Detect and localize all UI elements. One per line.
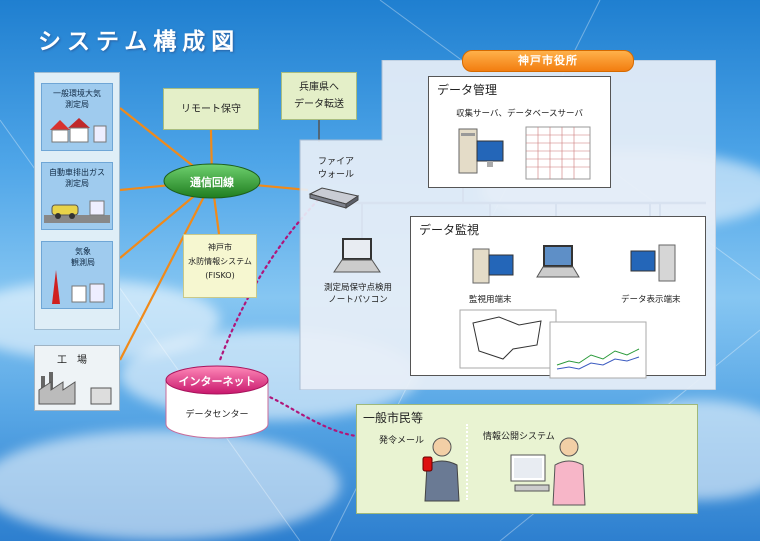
citizens-divider — [466, 424, 468, 500]
firewall-icon — [308, 187, 360, 209]
internet-label: インターネット — [178, 375, 256, 388]
hyogo-transfer-box: 兵庫県へ データ転送 — [281, 72, 357, 120]
port-tower-icon — [52, 270, 105, 304]
fisko-line1: 神戸市 — [208, 243, 232, 252]
laptop-icon — [536, 245, 580, 278]
station-weather: 気象 観測局 — [41, 241, 113, 309]
citizens-panel: 一般市民等 発令メール 情報公開システム — [356, 404, 698, 514]
monitor-terminal-label: 監視用端末 — [469, 295, 512, 305]
citizens-title: 一般市民等 — [363, 411, 424, 425]
background-cloud — [0, 430, 340, 540]
remote-maintenance-box: リモート保守 — [163, 88, 259, 130]
station-general-air: 一般環境大気 測定局 — [41, 83, 113, 151]
alert-mail-label: 発令メール — [379, 436, 425, 446]
car-road-icon — [44, 200, 110, 223]
data-center-node — [165, 365, 269, 439]
trend-chart-icon — [549, 321, 647, 379]
server-icon — [458, 128, 504, 174]
fisko-line2: 水防情報システム — [188, 257, 252, 266]
station-vehicle-exhaust: 自動車排出ガス 測定局 — [41, 162, 113, 230]
data-monitoring-panel: データ監視 監視用端末 データ表示端末 — [410, 216, 706, 379]
data-management-panel: データ管理 収集サーバ、データベースサーバ — [428, 76, 611, 188]
page-title: システム構成図 — [38, 29, 241, 55]
data-monitoring-title: データ監視 — [419, 223, 480, 237]
map-screen-icon — [459, 309, 557, 369]
servers-label: 収集サーバ、データベースサーバ — [456, 109, 583, 119]
database-table-icon — [525, 126, 591, 180]
fisko-line3: (FISKO) — [205, 271, 235, 280]
station-label: 気象 観測局 — [71, 247, 95, 267]
notebook-label: 測定局保守点検用 ノートパソコン — [323, 283, 392, 305]
info-system-label: 情報公開システム — [483, 432, 555, 442]
comm-line-node — [163, 163, 261, 199]
measurement-stations-panel: 一般環境大気 測定局 自動車排出ガス 測定局 気象 観測局 — [34, 72, 120, 330]
kobe-city-tag: 神戸市役所 — [462, 50, 634, 72]
notebook-icon — [333, 238, 381, 273]
station-label: 一般環境大気 測定局 — [53, 89, 101, 109]
firewall-label: ファイア ウォール — [318, 157, 355, 180]
factory-box: 工場 — [34, 345, 120, 411]
factory-label: 工場 — [57, 355, 97, 366]
factory-icon — [38, 372, 112, 405]
houses-icon — [50, 118, 107, 143]
desktop-computer-icon — [472, 248, 514, 284]
fisko-box: 神戸市 水防情報システム (FISKO) — [183, 234, 257, 298]
display-terminal-label: データ表示端末 — [621, 295, 681, 305]
data-management-title: データ管理 — [437, 83, 498, 97]
data-center-label: データセンター — [185, 410, 249, 420]
comm-line-label: 通信回線 — [190, 176, 234, 189]
display-terminal-icon — [630, 244, 676, 282]
station-label: 自動車排出ガス 測定局 — [49, 168, 105, 188]
person-computer-icon — [510, 437, 586, 506]
person-phone-icon — [422, 437, 460, 502]
